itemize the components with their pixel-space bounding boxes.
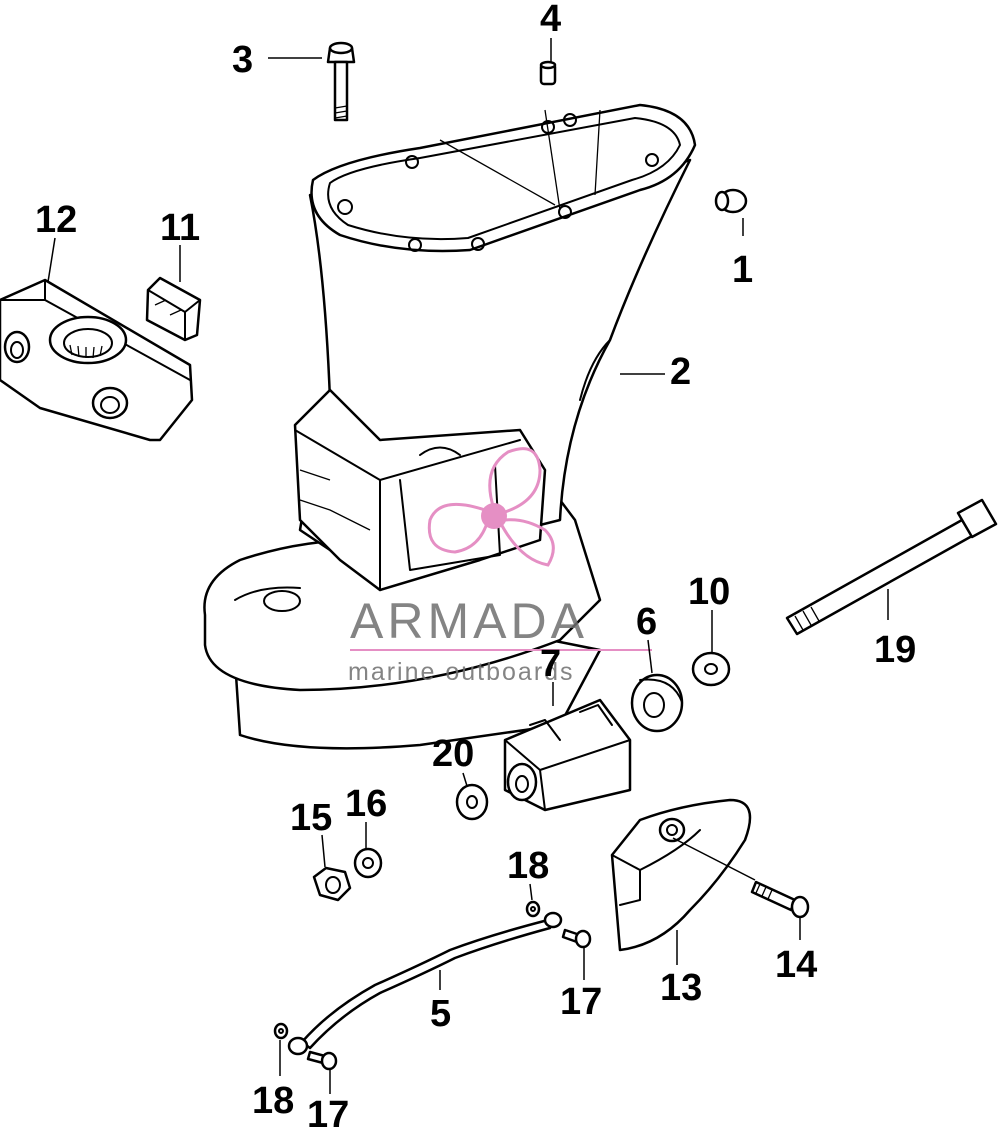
- callout-20: 20: [432, 733, 474, 775]
- washer-part-16: [353, 847, 383, 879]
- propeller-hub: [481, 503, 507, 529]
- thick-washer-part-6: [630, 673, 684, 733]
- dowel-pin-part-4: [539, 60, 557, 86]
- long-bolt-part-19: [785, 498, 998, 636]
- callout-10: 10: [688, 571, 730, 613]
- callout-17-lower: 17: [307, 1094, 349, 1129]
- propeller-logo-icon: [427, 447, 555, 567]
- drive-shaft-housing-part: [203, 103, 697, 750]
- armada-logo: ARMADA marine outboards: [348, 447, 652, 686]
- callout-19: 19: [874, 629, 916, 671]
- callout-15: 15: [290, 797, 332, 839]
- screw-part-17-upper: [561, 928, 592, 949]
- callout-18-upper: 18: [507, 845, 549, 887]
- propeller-blade-right: [498, 518, 555, 567]
- watermark-subtitle: marine outboards: [348, 658, 575, 686]
- mount-bracket-part-12: [0, 278, 194, 442]
- propeller-blade-top: [488, 447, 542, 514]
- callout-5: 5: [430, 993, 451, 1035]
- washer-part-10: [691, 651, 731, 687]
- callout-14: 14: [775, 944, 817, 986]
- washer-part-20: [455, 783, 489, 821]
- callout-17-upper: 17: [560, 981, 602, 1023]
- callout-18-lower: 18: [252, 1080, 294, 1122]
- callout-12: 12: [35, 199, 77, 241]
- callout-7: 7: [540, 643, 561, 685]
- callout-4: 4: [540, 0, 561, 40]
- callout-2: 2: [670, 351, 691, 393]
- callout-16: 16: [345, 783, 387, 825]
- rubber-pad-part-11: [145, 276, 202, 342]
- callout-1: 1: [732, 249, 753, 291]
- screw-part-17-lower: [306, 1050, 338, 1071]
- callout-13: 13: [660, 967, 702, 1009]
- leader-lines: [47, 38, 889, 1094]
- callout-3: 3: [232, 39, 253, 81]
- propeller-blade-left: [427, 502, 490, 554]
- plug-part-1: [714, 188, 748, 214]
- lower-cover-part-13: [610, 798, 752, 952]
- bolt-part-3: [326, 41, 356, 122]
- washer-part-18-lower: [273, 1022, 289, 1040]
- washer-part-18-upper: [525, 900, 541, 918]
- callout-11: 11: [160, 207, 200, 249]
- rubber-mount-part-7: [503, 698, 632, 812]
- nut-part-15: [312, 866, 352, 902]
- bolt-part-14: [750, 880, 810, 919]
- callout-numbers: 3 4 1 2 12 11 19 10 6 7 20 15 16 18 17 5…: [35, 0, 916, 1129]
- watermark-title: ARMADA: [350, 593, 588, 649]
- callout-6: 6: [636, 601, 657, 643]
- ground-strap-part-5: [287, 911, 563, 1056]
